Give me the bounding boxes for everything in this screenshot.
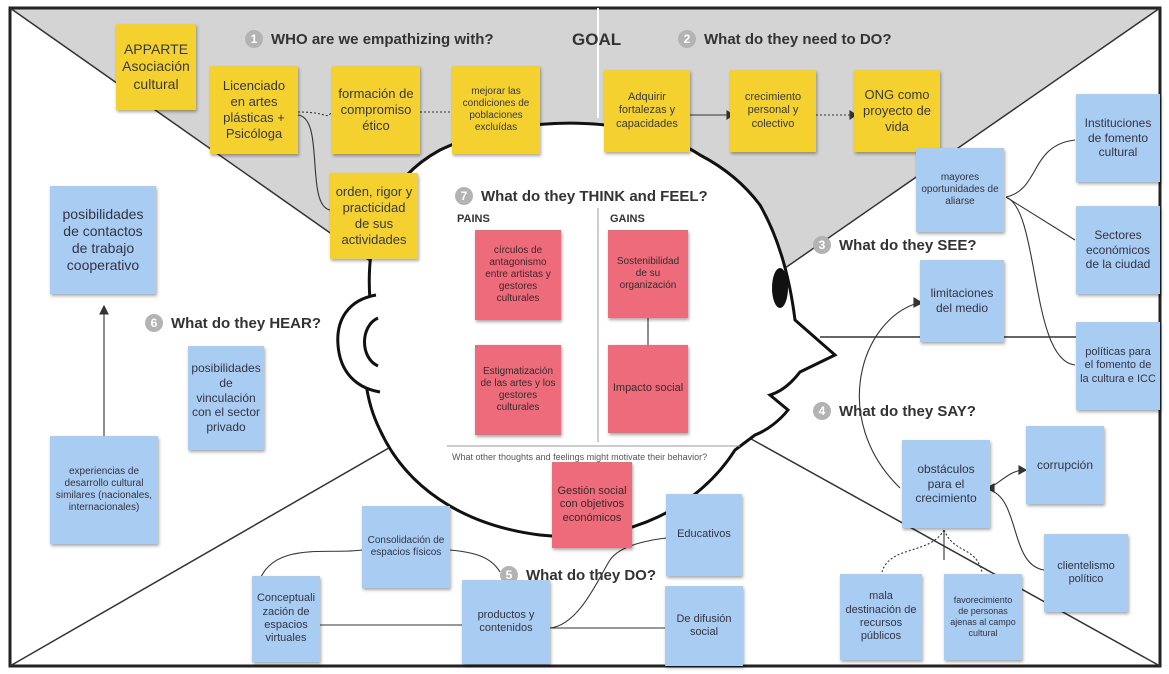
connector xyxy=(1005,196,1076,366)
pains-label: PAINS xyxy=(457,213,490,225)
connector xyxy=(1005,139,1076,198)
sticky-note-mala[interactable]: mala destinación de recursos públicos xyxy=(840,574,922,660)
connector xyxy=(549,537,667,629)
sticky-note-licenciado[interactable]: Licenciado en artes plásticas + Psicólog… xyxy=(210,66,298,154)
sticky-note-orden[interactable]: orden, rigor y practicidad de sus activi… xyxy=(330,173,418,259)
goal-label: GOAL xyxy=(572,30,622,49)
diagonal-top-right xyxy=(774,7,1161,276)
section-title: What do they THINK and FEEL? xyxy=(481,187,708,205)
sticky-note-educativos[interactable]: Educativos xyxy=(666,494,742,576)
sticky-note-mejorar[interactable]: mejorar las condiciones de poblaciones e… xyxy=(452,66,540,154)
connector xyxy=(449,549,501,573)
section-title: WHO are we empathizing with? xyxy=(271,30,494,48)
arrowhead xyxy=(849,109,857,121)
connector xyxy=(297,111,333,117)
sticky-note-instituciones[interactable]: Instituciones de fomento cultural xyxy=(1076,94,1160,182)
sticky-note-difusion[interactable]: De difusión social xyxy=(665,586,743,666)
sticky-note-favorecimiento[interactable]: favorecimiento de personas ajenas al cam… xyxy=(944,574,1022,660)
section-does: 5 What do they DO? xyxy=(500,566,656,584)
sticky-note-corrupcion[interactable]: corrupción xyxy=(1026,426,1104,504)
sticky-note-circulos[interactable]: círculos de antagonismo entre artistas y… xyxy=(475,230,561,320)
section-do: 2 What do they need to DO? xyxy=(678,30,892,48)
sticky-note-contactos[interactable]: posibilidades de contactos de trabajo co… xyxy=(50,186,156,294)
connector xyxy=(989,469,1023,489)
sticky-note-limitaciones[interactable]: limitaciones del medio xyxy=(920,260,1004,342)
sticky-note-ong[interactable]: ONG como proyecto de vida xyxy=(854,70,940,152)
number-badge: 1 xyxy=(245,30,263,48)
sticky-note-clientelismo[interactable]: clientelismo político xyxy=(1044,534,1128,612)
gains-label: GAINS xyxy=(610,213,645,225)
sticky-note-mayores[interactable]: mayores oportunidades de aliarse xyxy=(916,148,1004,232)
number-badge: 7 xyxy=(455,187,473,205)
sticky-note-estigmatizacion[interactable]: Estigmatización de las artes y los gesto… xyxy=(475,345,561,435)
arrowhead xyxy=(1018,465,1028,475)
number-badge: 3 xyxy=(813,236,831,254)
connector xyxy=(257,549,363,586)
diagonal-top-left xyxy=(9,7,391,276)
connector xyxy=(881,529,945,573)
sticky-note-sectores[interactable]: Sectores económicos de la ciudad xyxy=(1076,206,1160,294)
section-hear: 6 What do they HEAR? xyxy=(145,314,321,332)
sticky-note-adquirir[interactable]: Adquirir fortalezas y capacidades xyxy=(604,70,690,152)
section-title: What do they SAY? xyxy=(839,402,976,420)
other-thoughts-label: What other thoughts and feelings might m… xyxy=(452,452,708,462)
section-title: What do they SEE? xyxy=(839,236,977,254)
sticky-note-conceptualizacion[interactable]: Conceptuali zación de espacios virtuales xyxy=(252,576,320,662)
number-badge: 4 xyxy=(813,402,831,420)
diagonal-bottom-left xyxy=(9,429,421,667)
arrowhead xyxy=(913,297,924,308)
number-badge: 2 xyxy=(678,30,696,48)
number-badge: 5 xyxy=(500,566,518,584)
connector xyxy=(989,489,1045,571)
section-see: 3 What do they SEE? xyxy=(813,236,977,254)
sticky-note-impacto[interactable]: Impacto social xyxy=(608,345,688,433)
arrowhead xyxy=(99,304,109,315)
diagonal-bottom-right xyxy=(734,429,1161,667)
sticky-note-experiencias[interactable]: experiencias de desarrollo cultural simi… xyxy=(50,436,158,544)
eye xyxy=(772,268,788,308)
sticky-note-sostenibilidad[interactable]: Sostenibilidad de su organización xyxy=(608,230,688,318)
sticky-note-obstaculos[interactable]: obstáculos para el crecimiento xyxy=(902,440,990,528)
number-badge: 6 xyxy=(145,314,163,332)
sticky-note-crecimiento-personal[interactable]: crecimiento personal y colectivo xyxy=(730,70,816,152)
section-who: 1 WHO are we empathizing with? xyxy=(245,30,494,48)
ear xyxy=(336,293,381,394)
connector xyxy=(858,302,919,489)
section-title: What do they need to DO? xyxy=(704,30,892,48)
sticky-note-politicas[interactable]: políticas para el fomento de la cultura … xyxy=(1076,322,1160,410)
sticky-note-gestion[interactable]: Gestión social con objetivos económicos xyxy=(552,462,632,548)
sticky-note-vinculacion[interactable]: posibilidades de vinculación con el sect… xyxy=(188,346,264,450)
sticky-note-productos[interactable]: productos y contenidos xyxy=(462,580,550,664)
sticky-note-consolidacion[interactable]: Consolidación de espacios físicos xyxy=(362,506,450,588)
section-title: What do they HEAR? xyxy=(171,314,321,332)
section-think: 7 What do they THINK and FEEL? xyxy=(455,187,708,205)
ear-inner xyxy=(363,316,379,368)
connector xyxy=(943,529,983,573)
connector xyxy=(297,114,331,211)
section-title: What do they DO? xyxy=(526,566,656,584)
sticky-note-apparte[interactable]: APPARTE Asociación cultural xyxy=(116,24,196,110)
connector xyxy=(1005,196,1076,241)
sticky-note-formacion[interactable]: formación de compromiso ético xyxy=(332,66,420,154)
section-say: 4 What do they SAY? xyxy=(813,402,976,420)
